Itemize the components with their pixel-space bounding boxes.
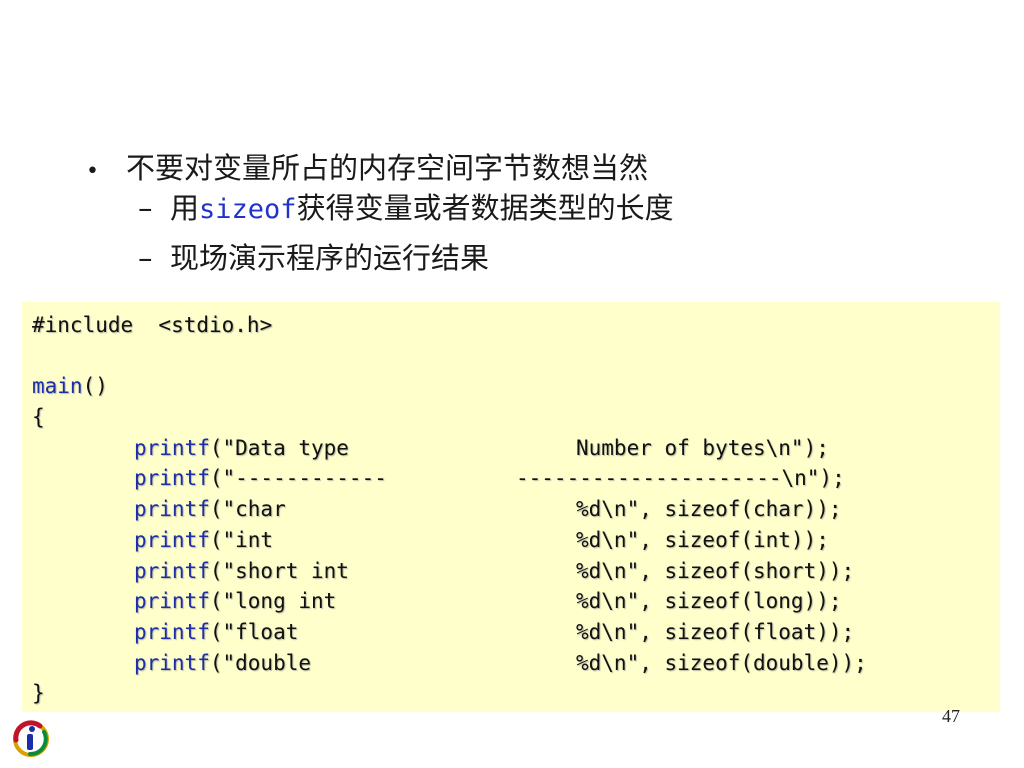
bullet-dot: •: [86, 159, 99, 184]
printf-right-arg: %d\n", sizeof(int));: [576, 527, 829, 552]
code-printf-line: printf("double %d\n", sizeof(double));: [32, 648, 1000, 679]
code-printf-line: printf("char %d\n", sizeof(char));: [32, 494, 1000, 525]
bullet-sub-prefix: 用: [170, 191, 200, 225]
printf-right-arg: %d\n", sizeof(double));: [576, 650, 867, 675]
bullet-dash: –: [138, 191, 153, 225]
printf-right-arg: ---------------------\n");: [516, 466, 845, 491]
bullet-main: • 不要对变量所占的内存空间字节数想当然: [86, 150, 986, 190]
printf-left-arg: ("------------: [209, 466, 387, 491]
printf-right-arg: %d\n", sizeof(long));: [576, 589, 842, 614]
main-function-name: main: [32, 374, 83, 399]
printf-call: printf: [134, 466, 210, 491]
printf-left-arg: ("long int: [209, 589, 337, 614]
code-printf-line: printf("long int %d\n", sizeof(long));: [32, 586, 1000, 617]
code-close-brace: }: [32, 681, 45, 706]
main-parens: (): [82, 374, 108, 399]
printf-call: printf: [134, 650, 210, 675]
printf-right-arg: %d\n", sizeof(char));: [576, 497, 842, 522]
bullet-sub-demo-text: 现场演示程序的运行结果: [170, 241, 490, 275]
printf-call: printf: [134, 619, 210, 644]
code-printf-line: printf("short int %d\n", sizeof(short));: [32, 556, 1000, 587]
printf-left-arg: ("int: [209, 527, 274, 552]
code-printf-line: printf("------------ --------------------…: [32, 463, 1000, 494]
bullet-sub-sizeof: – 用sizeof获得变量或者数据类型的长度: [138, 190, 986, 240]
bullet-sub-sizeof-text: 用sizeof获得变量或者数据类型的长度: [170, 190, 674, 228]
printf-left-arg: ("float: [209, 619, 299, 644]
printf-left-arg: ("short int: [209, 558, 349, 583]
bullet-sub-demo: – 现场演示程序的运行结果: [138, 240, 986, 290]
printf-call: printf: [134, 558, 210, 583]
printf-left-arg: ("Data type: [209, 435, 349, 460]
code-include-line: #include <stdio.h>: [32, 313, 273, 337]
sizeof-keyword: sizeof: [199, 194, 297, 225]
page-number: 47: [942, 706, 960, 726]
code-blank-line: [32, 341, 1000, 372]
printf-left-arg: ("char: [209, 497, 286, 522]
printf-call: printf: [134, 589, 210, 614]
printf-call: printf: [134, 527, 210, 552]
printf-right-arg: Number of bytes\n");: [576, 435, 829, 460]
code-open-brace: {: [32, 405, 45, 430]
printf-left-arg: ("double: [209, 650, 312, 675]
code-printf-line: printf("Data type Number of bytes\n");: [32, 433, 1000, 464]
code-printf-line: printf("int %d\n", sizeof(int));: [32, 525, 1000, 556]
printf-right-arg: %d\n", sizeof(float));: [576, 619, 855, 644]
logo-icon: [10, 718, 50, 758]
code-printf-line: printf("float %d\n", sizeof(float));: [32, 617, 1000, 648]
bullet-dash: –: [138, 241, 153, 275]
bullet-sub-suffix: 获得变量或者数据类型的长度: [296, 191, 674, 225]
printf-call: printf: [134, 435, 210, 460]
printf-call: printf: [134, 497, 210, 522]
code-main-line: main(): [32, 371, 1000, 402]
printf-right-arg: %d\n", sizeof(short));: [576, 558, 855, 583]
code-block: #include <stdio.h> main() { printf("Data…: [22, 302, 1000, 712]
bullet-list: • 不要对变量所占的内存空间字节数想当然 – 用sizeof获得变量或者数据类型…: [86, 150, 986, 290]
bullet-main-text: 不要对变量所占的内存空间字节数想当然: [126, 151, 649, 185]
